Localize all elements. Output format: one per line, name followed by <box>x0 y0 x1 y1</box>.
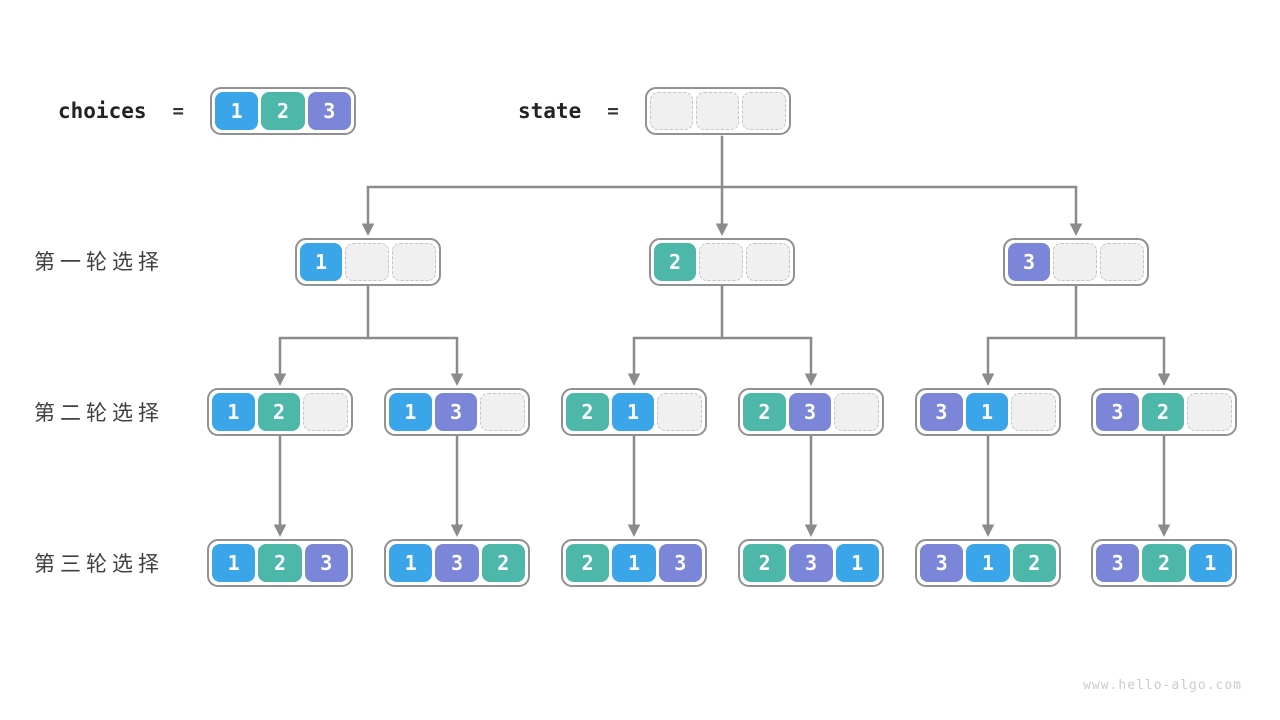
value-cell: 3 <box>1096 544 1140 582</box>
value-cell: 1 <box>212 544 256 582</box>
value-cell: 2 <box>1142 544 1186 582</box>
value-cell: 1 <box>300 243 342 281</box>
value-cell: 2 <box>566 544 610 582</box>
value-cell: 3 <box>658 544 702 582</box>
value-cell: 3 <box>435 544 479 582</box>
empty-slot <box>746 243 790 281</box>
state-node-round1: 3 <box>1003 238 1149 286</box>
empty-slot <box>392 243 436 281</box>
value-cell: 3 <box>307 92 351 130</box>
state-node-round1: 1 <box>295 238 441 286</box>
value-cell: 3 <box>434 393 478 431</box>
value-cell: 3 <box>788 393 832 431</box>
empty-slot <box>699 243 743 281</box>
value-cell: 3 <box>1008 243 1050 281</box>
value-cell: 1 <box>965 393 1009 431</box>
value-cell: 3 <box>1096 393 1139 431</box>
empty-slot <box>742 92 786 130</box>
empty-slot <box>480 393 526 431</box>
value-cell: 2 <box>1012 544 1056 582</box>
value-cell: 1 <box>966 544 1010 582</box>
choices-label: choices <box>58 99 147 123</box>
state-array-box <box>644 87 791 135</box>
round-2-label: 第二轮选择 <box>34 402 164 425</box>
value-cell: 2 <box>261 92 305 130</box>
empty-slot <box>1100 243 1144 281</box>
empty-slot <box>649 92 693 130</box>
value-cell: 2 <box>654 243 696 281</box>
value-cell: 1 <box>611 393 655 431</box>
watermark: www.hello-algo.com <box>1083 678 1242 693</box>
value-cell: 2 <box>257 393 301 431</box>
empty-slot <box>834 393 880 431</box>
value-cell: 3 <box>920 544 964 582</box>
value-cell: 3 <box>304 544 348 582</box>
value-cell: 2 <box>743 544 787 582</box>
round-3-label: 第三轮选择 <box>34 553 164 576</box>
empty-slot <box>345 243 389 281</box>
empty-slot <box>303 393 349 431</box>
value-cell: 1 <box>612 544 656 582</box>
value-cell: 2 <box>1141 393 1185 431</box>
empty-slot <box>696 92 740 130</box>
value-cell: 1 <box>835 544 879 582</box>
state-node-round1: 2 <box>649 238 795 286</box>
value-cell: 1 <box>389 393 432 431</box>
equals-sign: = <box>172 100 184 122</box>
value-cell: 1 <box>1188 544 1232 582</box>
round-1-label: 第一轮选择 <box>34 251 164 274</box>
value-cell: 1 <box>389 544 433 582</box>
state-declaration: state = <box>518 87 791 135</box>
empty-slot <box>657 393 703 431</box>
value-cell: 2 <box>258 544 302 582</box>
value-cell: 1 <box>212 393 255 431</box>
value-cell: 2 <box>566 393 609 431</box>
value-cell: 3 <box>789 544 833 582</box>
value-cell: 2 <box>743 393 786 431</box>
empty-slot <box>1187 393 1233 431</box>
empty-slot <box>1053 243 1097 281</box>
value-cell: 1 <box>214 92 259 130</box>
equals-sign: = <box>607 100 619 122</box>
empty-slot <box>1011 393 1057 431</box>
state-label: state <box>518 99 582 123</box>
value-cell: 2 <box>481 544 525 582</box>
value-cell: 3 <box>920 393 963 431</box>
